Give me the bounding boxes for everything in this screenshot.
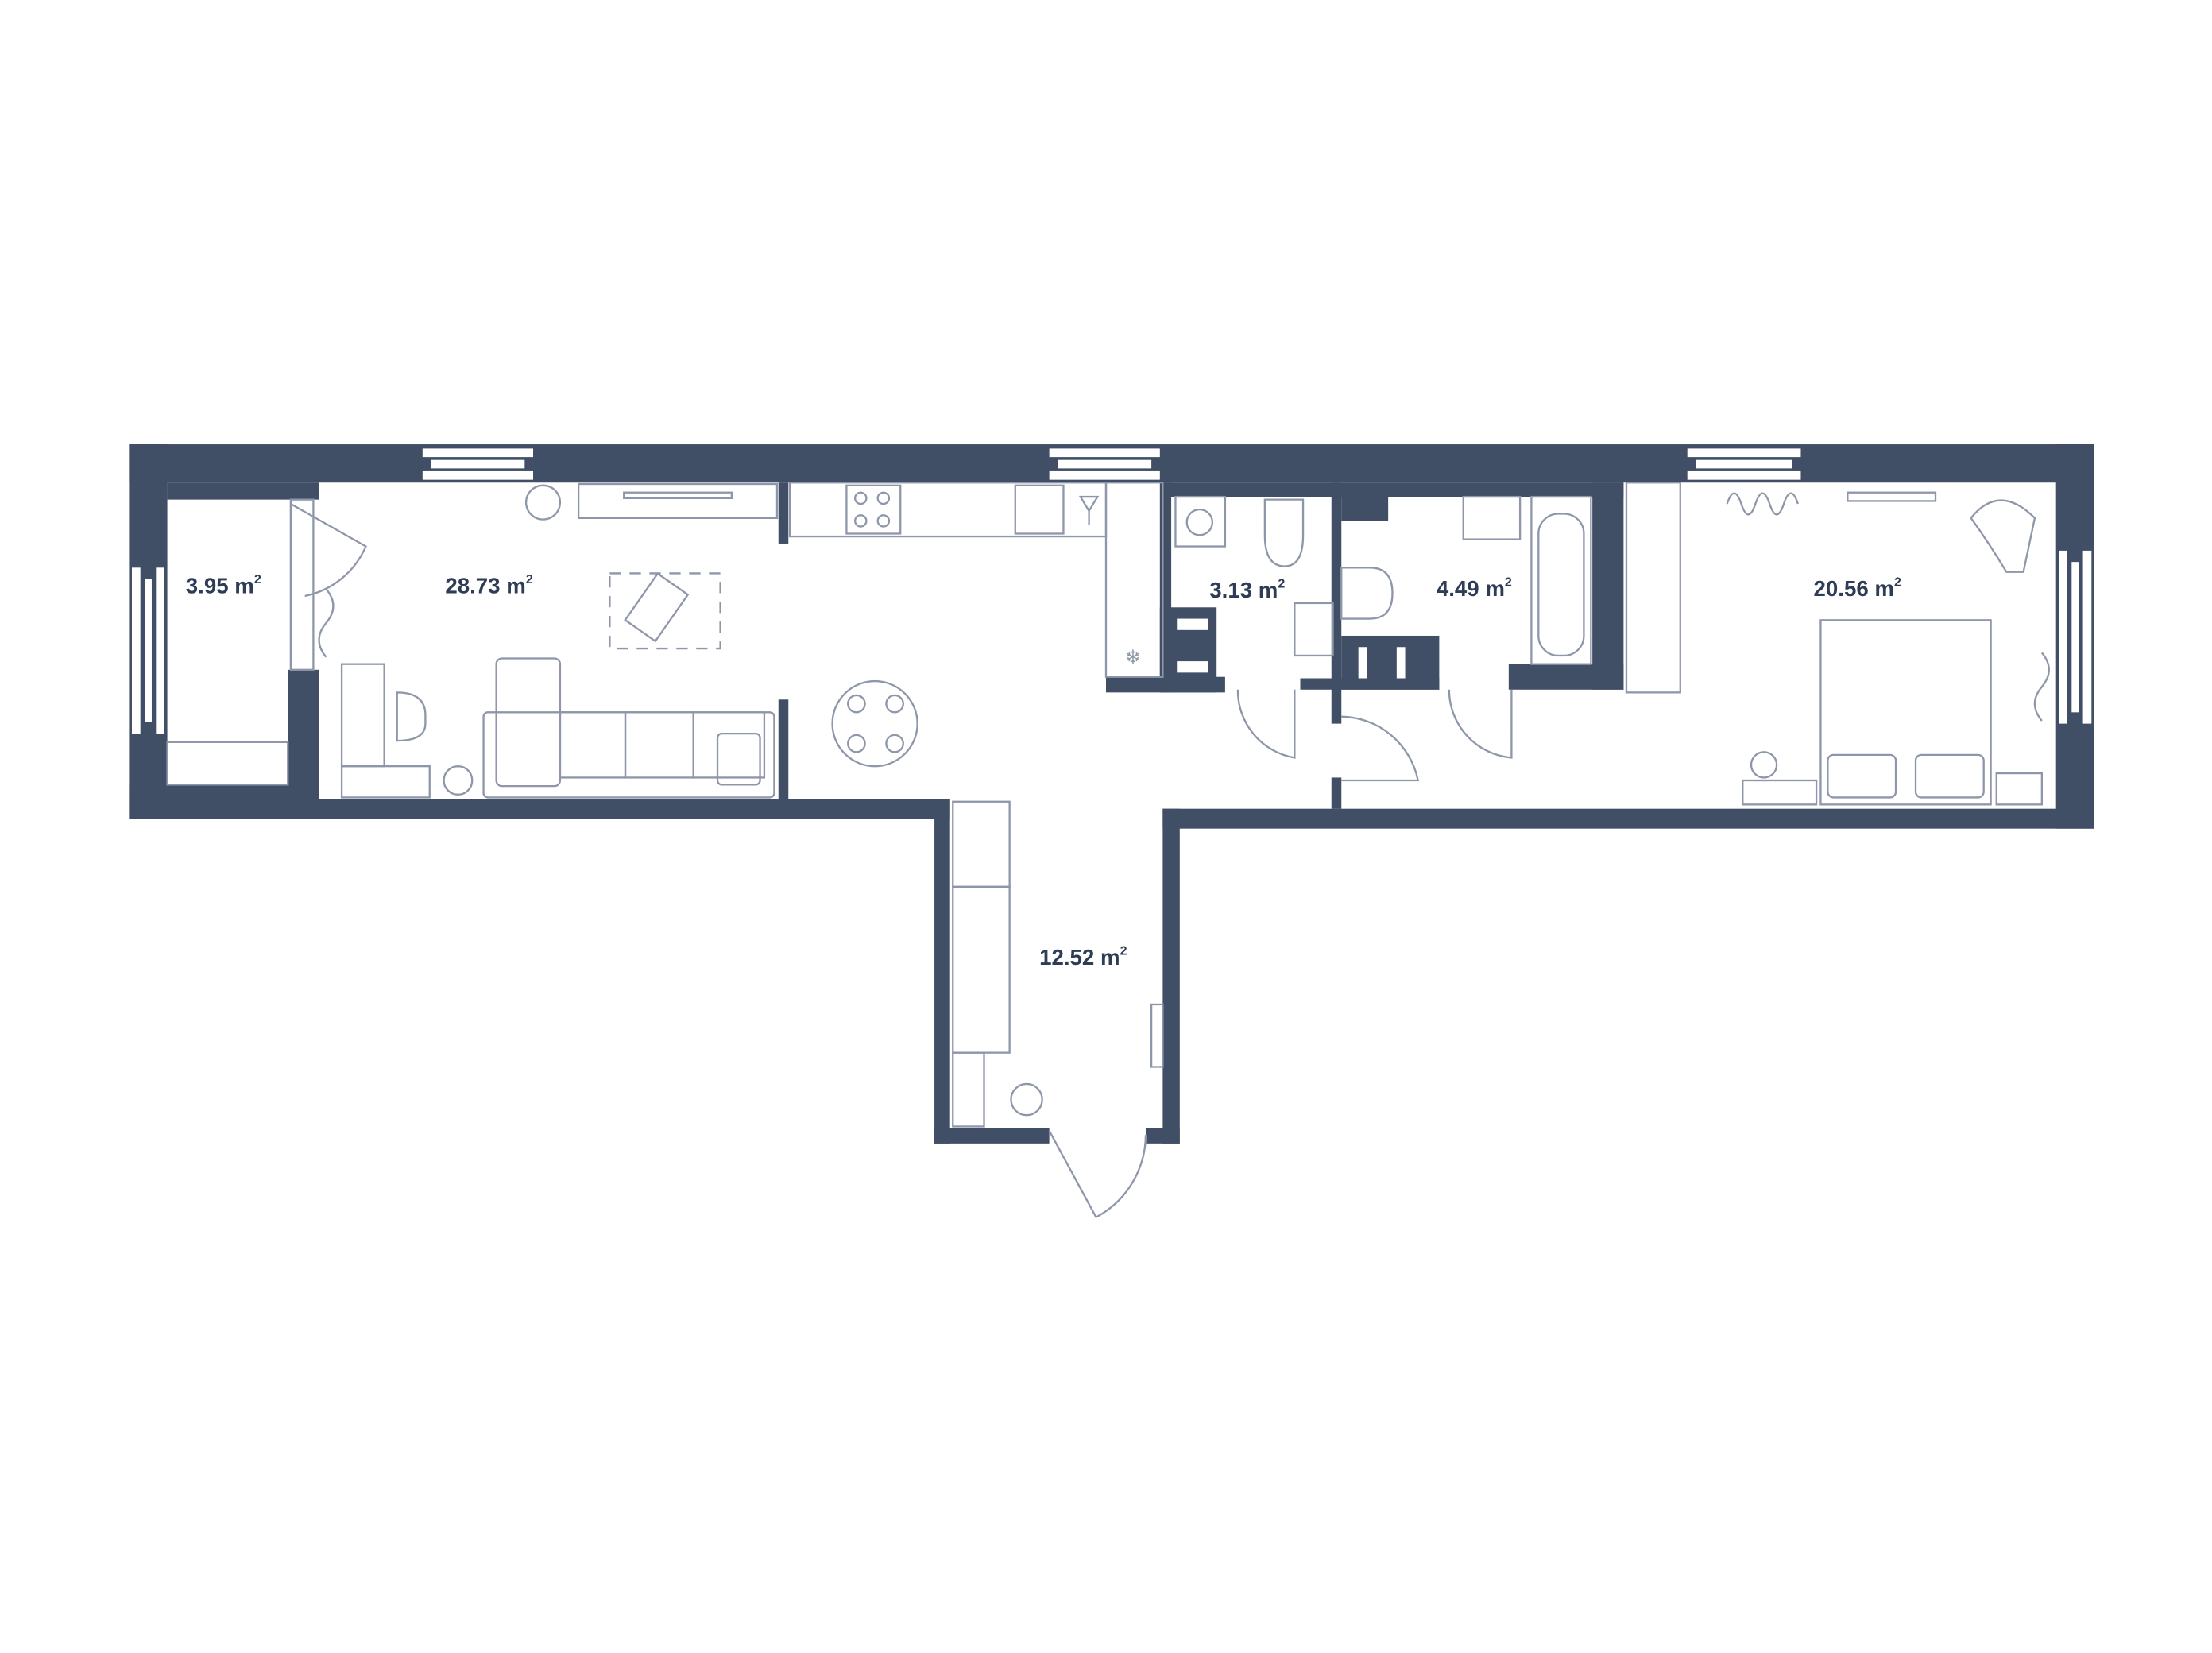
pillow (716, 732, 761, 786)
armchair (1970, 499, 2036, 573)
bathroom-door (1448, 689, 1513, 759)
bathtub (1530, 495, 1592, 665)
bathroom-sink (1462, 495, 1522, 540)
furniture: ❄ (166, 482, 2050, 1128)
coffee-table (624, 572, 690, 643)
windows (131, 448, 2092, 734)
sink-icon (1014, 484, 1065, 535)
kitchen-counter-side (1104, 482, 1164, 678)
robot-vacuum-icon (443, 765, 474, 796)
radiator (340, 765, 431, 799)
room-area-living-kitchen: 28.73 m2 (445, 572, 533, 598)
balcony-door (290, 502, 367, 598)
toilet-bathroom (1340, 567, 1394, 620)
tv-stand (577, 482, 779, 520)
dining-table (831, 679, 918, 768)
rug (609, 572, 721, 650)
freezer-icon: ❄ (1124, 646, 1141, 669)
washing-machine (1174, 495, 1227, 548)
nightstand (1742, 779, 1818, 806)
hall-wardrobe (952, 885, 1011, 1054)
balcony-wardrobe (166, 741, 289, 786)
bedroom-tv (1847, 491, 1937, 502)
kitchen-counter (788, 482, 1108, 538)
room-area-bedroom: 20.56 m2 (1814, 575, 1901, 601)
room-area-balcony: 3.95 m2 (186, 572, 261, 598)
room-area-hallway: 12.52 m2 (1039, 944, 1127, 970)
walls (129, 444, 2094, 1144)
curtain-bedroom (2033, 652, 2050, 722)
radiator-bedroom (1726, 492, 1799, 516)
desk (340, 663, 385, 768)
balcony-glass-door (289, 498, 315, 671)
bedroom-wardrobe (1625, 482, 1681, 694)
desk-chair (396, 691, 427, 742)
doors (289, 498, 1513, 1219)
shoe-rack (952, 1051, 985, 1128)
lamp (1750, 751, 1778, 779)
curtain (318, 588, 335, 658)
room-area-wc: 3.13 m2 (1209, 576, 1285, 602)
glass-icon (1078, 495, 1100, 525)
cooktop-icon (845, 484, 902, 535)
ski-rack (952, 800, 1011, 888)
hall-lamp (1010, 1082, 1043, 1117)
tv-icon (623, 491, 733, 500)
wc-door (1236, 689, 1296, 759)
hall-radiator (1150, 1003, 1164, 1068)
nightstand-right (1995, 772, 2044, 806)
room-area-bathroom: 4.49 m2 (1437, 575, 1512, 601)
plant-icon (524, 484, 562, 521)
bed (1819, 619, 1992, 806)
entrance-door (1048, 1130, 1147, 1219)
room-labels: 3.95 m2 28.73 m2 3.13 m2 4.49 m2 20.56 m… (186, 572, 1901, 970)
bedroom-door (1341, 715, 1420, 782)
toilet-wc (1263, 498, 1305, 567)
wc-sink (1294, 602, 1334, 657)
